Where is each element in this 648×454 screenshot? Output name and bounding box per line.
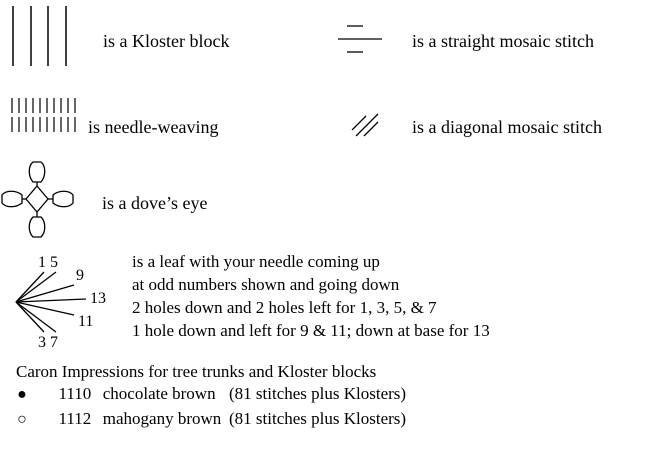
needle-weaving-label: is needle-weaving — [88, 117, 219, 137]
thread-code: 1112 — [58, 409, 92, 428]
thread-heading: Caron Impressions for tree trunks and Kl… — [16, 362, 377, 381]
leaf-desc-line-1: is a leaf with your needle coming up — [132, 252, 380, 271]
thread-name: chocolate brown — [102, 384, 216, 403]
kloster-block-icon — [12, 6, 67, 66]
leaf-desc-line-4: 1 hole down and left for 9 & 11; down at… — [132, 321, 490, 340]
leaf-desc-line-2: at odd numbers shown and going down — [132, 275, 400, 294]
diagonal-mosaic-label: is a diagonal mosaic stitch — [412, 117, 602, 137]
filled-circle-icon: ● — [17, 386, 27, 403]
leaf-number-13: 13 — [90, 290, 106, 307]
leaf-desc-line-3: 2 holes down and 2 holes left for 1, 3, … — [132, 298, 437, 317]
thread-code: 1110 — [58, 384, 92, 403]
straight-mosaic-label: is a straight mosaic stitch — [412, 31, 594, 51]
needle-weaving-icon — [11, 98, 76, 132]
diagonal-mosaic-icon — [351, 113, 379, 137]
leaf-icon — [15, 271, 87, 333]
doves-eye-label: is a dove’s eye — [102, 193, 208, 213]
thread-name: mahogany brown — [102, 409, 222, 428]
thread-item: ● 1110 chocolate brown (81 stitches plus… — [8, 384, 406, 405]
leaf-number-3-7: 3 7 — [38, 334, 58, 351]
open-circle-icon: ○ — [17, 411, 27, 428]
doves-eye-icon — [1, 161, 74, 238]
thread-note: (81 stitches plus Klosters) — [229, 384, 407, 403]
kloster-label: is a Kloster block — [103, 31, 230, 51]
thread-item: ○ 1112 mahogany brown (81 stitches plus … — [8, 409, 406, 430]
thread-note: (81 stitches plus Klosters) — [229, 409, 407, 428]
leaf-number-1-5: 1 5 — [38, 254, 58, 271]
leaf-number-11: 11 — [78, 313, 94, 330]
leaf-number-9: 9 — [76, 267, 84, 284]
straight-mosaic-icon — [338, 25, 382, 53]
